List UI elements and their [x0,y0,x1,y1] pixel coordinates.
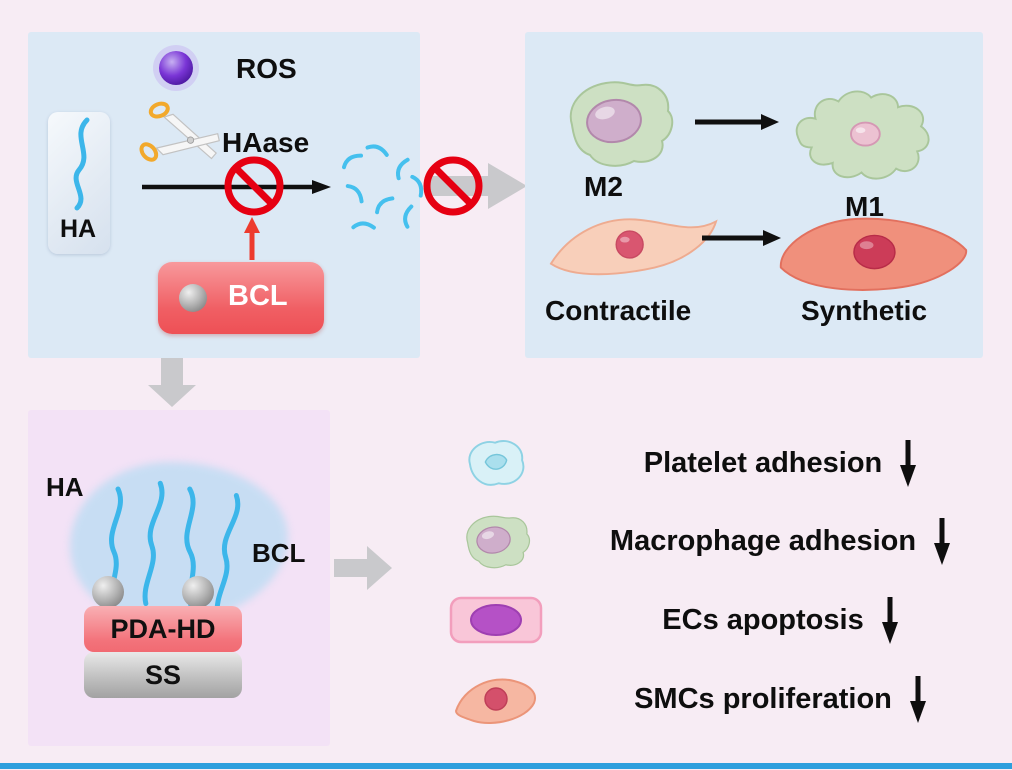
coating-bcl-label: BCL [252,538,306,568]
coating-structure-panel: HA BCL PDA-HD SS [28,410,330,746]
decrease-arrow-icon [900,440,917,487]
ha-fragment-icon [345,184,364,204]
ha-fragment-icon [403,204,414,229]
contractile-smc-icon [549,218,718,276]
outcome-row-macrophage: Macrophage adhesion [432,502,1000,580]
decrease-arrow-icon [881,597,898,644]
scissors-icon [139,101,220,162]
outcome-label: ECs apoptosis [662,603,864,636]
down-flow-arrow-icon [148,358,196,407]
coating-ha-label: HA [46,472,84,502]
outcome-label-wrap: SMCs proliferation [560,674,1000,724]
outcome-icon-cell [432,435,560,491]
ha-fragment-icon [365,144,389,157]
outcome-label-wrap: Platelet adhesion [560,438,1000,488]
outcome-label: Platelet adhesion [643,446,883,479]
decrease-arrow-icon [909,676,926,723]
bcl-inhibition-arrow-icon [244,217,260,260]
contractile-label: Contractile [545,295,692,326]
contractile-to-synthetic-arrow-icon [702,230,781,246]
m2-macrophage-icon [569,81,674,167]
ha-hydrogel-block: HA [48,112,110,254]
outcome-label: SMCs proliferation [634,682,892,715]
outcome-row-platelet: Platelet adhesion [432,424,1000,502]
bcl-label: BCL [228,280,288,312]
outcome-row-ecs: ECs apoptosis [432,581,1000,659]
pda-hd-label: PDA-HD [110,613,216,644]
ros-particle-icon [159,51,193,85]
ha-chain-icon [73,117,90,211]
prohibition-icon [423,156,483,216]
ros-degradation-panel: ROS HA HAase [28,32,424,358]
m1-macrophage-icon [795,90,930,180]
outcome-label-wrap: ECs apoptosis [560,595,1000,645]
platelet-icon [468,440,525,486]
synthetic-smc-icon [779,217,968,291]
bcl-particle-icon [182,576,214,608]
ha-label: HA [60,215,97,243]
endothelial-cell-icon [449,596,543,644]
m2-to-m1-arrow-icon [695,114,779,130]
m1-label: M1 [845,191,884,222]
outcome-row-smcs: SMCs proliferation [432,660,1000,738]
ha-chain-icon [214,493,241,618]
phenotype-switch-panel: M2 M1 Contractile [525,32,983,358]
decrease-arrow-icon [934,518,951,565]
synthetic-label: Synthetic [801,295,928,326]
ss-label: SS [144,659,182,690]
ha-fragment-icon [396,157,410,181]
ha-fragment-icon [351,221,376,230]
bcl-particle-icon [92,576,124,608]
ha-fragment-icon [341,153,364,170]
ha-chain-icon [142,480,165,607]
ros-label: ROS [236,53,297,84]
outcome-label: Macrophage adhesion [609,524,917,557]
ha-fragment-icon [410,174,424,198]
macrophage-icon [466,515,531,569]
m2-label: M2 [584,171,623,202]
outcome-label-wrap: Macrophage adhesion [560,516,1000,566]
result-flow-arrow-icon [334,546,392,590]
outcome-icon-cell [432,671,560,727]
bottom-border-line [0,763,1012,769]
ss-substrate-layer: SS [84,652,242,698]
prohibition-icon [224,156,284,216]
smooth-muscle-cell-icon [454,678,536,724]
outcome-icon-cell [432,596,560,644]
ha-fragment-icon [375,196,395,215]
haase-label: HAase [222,127,310,158]
outcome-icon-cell [432,511,560,571]
bcl-box: BCL [158,262,324,334]
pda-hd-layer: PDA-HD [84,606,242,652]
bcl-particle-icon [179,284,207,312]
